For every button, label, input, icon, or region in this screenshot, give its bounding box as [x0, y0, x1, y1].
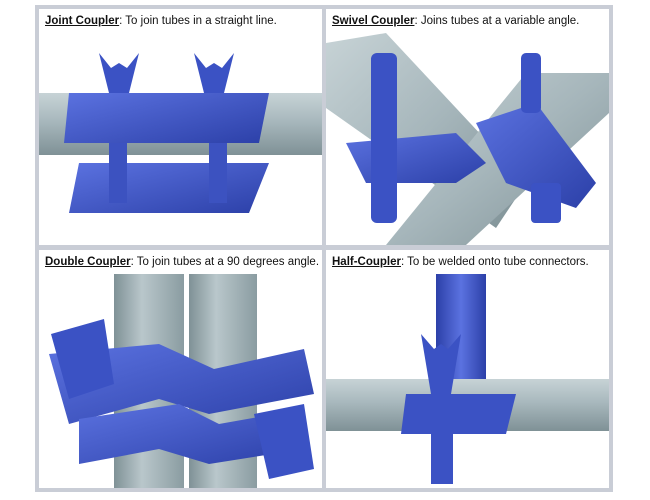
coupler-upper-plate: [64, 93, 269, 143]
title-double-coupler: Double Coupler: [45, 256, 131, 268]
double-coupler-illustration: [49, 274, 314, 488]
image-swivel-coupler: [326, 33, 609, 245]
image-half-coupler: [326, 274, 609, 488]
title-half-coupler: Half-Coupler: [332, 256, 401, 268]
caption-double-coupler: Double Coupler: To join tubes at a 90 de…: [39, 250, 322, 274]
swivel-bolt-right-bottom: [531, 183, 561, 223]
caption-joint-coupler: Joint Coupler: To join tubes in a straig…: [39, 9, 322, 33]
desc-swivel-coupler: : Joins tubes at a variable angle.: [414, 15, 580, 27]
panel-half-coupler: Half-Coupler: To be welded onto tube con…: [326, 250, 609, 488]
title-joint-coupler: Joint Coupler: [45, 15, 120, 27]
panel-swivel-coupler: Swivel Coupler: Joins tubes at a variabl…: [326, 9, 609, 245]
image-double-coupler: [39, 274, 322, 488]
swivel-bolt-left: [371, 53, 397, 223]
title-swivel-coupler: Swivel Coupler: [332, 15, 415, 27]
swivel-coupler-illustration: [326, 33, 609, 245]
coupler-spigot-left-lower: [109, 143, 127, 203]
image-joint-coupler: [39, 33, 322, 245]
coupler-spigot-right-top: [194, 53, 234, 93]
half-coupler-plate: [401, 394, 516, 434]
desc-double-coupler: : To join tubes at a 90 degrees angle.: [130, 256, 320, 268]
caption-half-coupler: Half-Coupler: To be welded onto tube con…: [326, 250, 609, 274]
coupler-spigot-left-top: [99, 53, 139, 93]
desc-half-coupler: : To be welded onto tube connectors.: [401, 256, 589, 268]
swivel-bolt-right-top: [521, 53, 541, 113]
joint-coupler-illustration: [39, 53, 322, 213]
coupler-lower-plate: [69, 163, 269, 213]
half-coupler-illustration: [326, 274, 609, 484]
coupler-spigot-right-lower: [209, 143, 227, 203]
double-plate-bottom: [79, 404, 304, 464]
panel-double-coupler: Double Coupler: To join tubes at a 90 de…: [39, 250, 322, 488]
half-coupler-spigot: [421, 334, 461, 394]
swivel-plate-right: [476, 103, 596, 208]
caption-swivel-coupler: Swivel Coupler: Joins tubes at a variabl…: [326, 9, 609, 33]
half-coupler-bolt: [431, 434, 453, 484]
double-bolt-right: [254, 404, 314, 479]
double-bolt-left: [51, 319, 114, 399]
desc-joint-coupler: : To join tubes in a straight line.: [119, 15, 277, 27]
double-plate-top: [49, 344, 314, 424]
panel-joint-coupler: Joint Coupler: To join tubes in a straig…: [39, 9, 322, 245]
coupler-grid: Joint Coupler: To join tubes in a straig…: [35, 5, 613, 492]
